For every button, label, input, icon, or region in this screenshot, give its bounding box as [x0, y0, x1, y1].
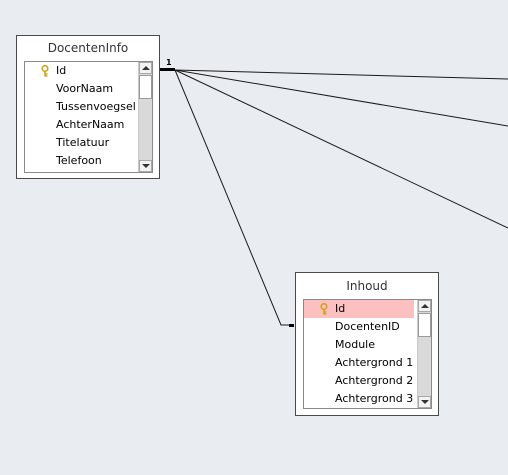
table-title[interactable]: Inhoud	[346, 279, 388, 293]
field-name: Achtergrond 2	[335, 374, 414, 387]
field-row[interactable]: Titelatuur	[25, 134, 138, 152]
scroll-thumb[interactable]	[139, 75, 152, 99]
field-row-selected[interactable]: Id	[304, 300, 414, 318]
field-row[interactable]: Id	[25, 62, 138, 80]
table-title[interactable]: DocentenInfo	[47, 41, 129, 55]
field-name: Module	[335, 338, 375, 351]
relationship-endpoint-many	[289, 324, 294, 327]
field-name: Achtergrond 3	[335, 392, 414, 405]
field-list[interactable]: Id VoorNaam Tussenvoegsel AchterNaam Tit…	[24, 61, 153, 173]
key-icon	[41, 65, 49, 77]
relationship-line-offscreen-1[interactable]	[174, 69, 508, 80]
field-row[interactable]: Tussenvoegsel	[25, 98, 138, 116]
relationship-line-inhoud[interactable]	[174, 69, 294, 326]
scroll-thumb[interactable]	[418, 313, 431, 337]
scroll-up-button[interactable]	[418, 300, 431, 312]
field-name: AchterNaam	[56, 118, 125, 131]
field-name: VoorNaam	[56, 82, 114, 95]
key-icon	[320, 303, 328, 315]
arrow-up-icon	[142, 66, 150, 70]
field-row[interactable]: Achtergrond 2	[304, 372, 414, 390]
vertical-scrollbar[interactable]	[417, 300, 431, 408]
vertical-scrollbar[interactable]	[138, 62, 152, 172]
relationship-endpoint-one	[160, 68, 175, 71]
field-name: Achtergrond 1	[335, 356, 414, 369]
field-name: DocentenID	[335, 320, 400, 333]
arrow-down-icon	[142, 164, 150, 168]
relationship-one-label: 1	[166, 58, 172, 67]
arrow-up-icon	[421, 304, 429, 308]
field-row[interactable]: DocentenID	[304, 318, 414, 336]
relationship-line-offscreen-2[interactable]	[174, 69, 508, 127]
field-row[interactable]: AchterNaam	[25, 116, 138, 134]
field-name: Titelatuur	[56, 136, 110, 149]
field-row[interactable]: Achtergrond 1	[304, 354, 414, 372]
field-row[interactable]: Achtergrond 3	[304, 390, 414, 408]
scroll-down-button[interactable]	[418, 396, 431, 408]
arrow-down-icon	[421, 400, 429, 404]
field-name: Tussenvoegsel	[56, 100, 136, 113]
field-row[interactable]: VoorNaam	[25, 80, 138, 98]
field-name: Id	[335, 302, 346, 315]
table-docenteninfo[interactable]: DocentenInfo Id VoorNaam Tussenvoegsel A…	[16, 35, 160, 179]
field-row[interactable]: Telefoon	[25, 152, 138, 170]
relationship-line-offscreen-3[interactable]	[174, 69, 508, 229]
scroll-down-button[interactable]	[139, 160, 152, 172]
table-inhoud[interactable]: Inhoud Id DocentenID Module Achtergrond …	[295, 272, 439, 416]
field-row[interactable]: Module	[304, 336, 414, 354]
field-list[interactable]: Id DocentenID Module Achtergrond 1 Achte…	[303, 299, 432, 409]
field-name: Telefoon	[56, 154, 102, 167]
scroll-up-button[interactable]	[139, 62, 152, 74]
field-name: Id	[56, 64, 67, 77]
